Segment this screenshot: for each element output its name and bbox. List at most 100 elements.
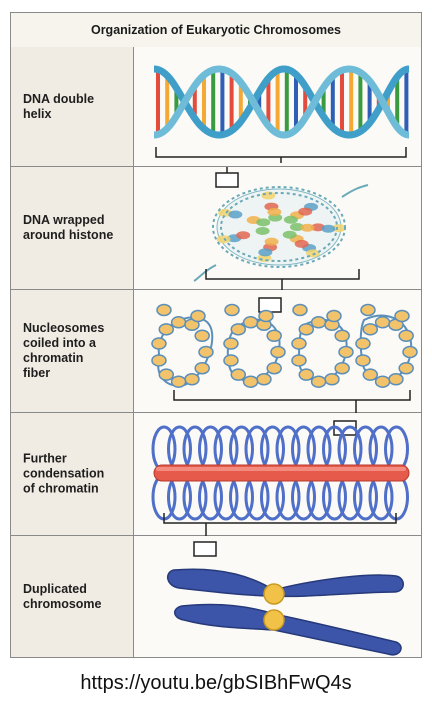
histone-svg <box>193 167 369 290</box>
nucleosome-bead <box>362 323 379 336</box>
nucleosome-bead <box>242 316 259 329</box>
row-label: DNA double helix <box>23 91 95 121</box>
nucleosome-bead <box>398 329 414 343</box>
nucleosome-bead <box>184 373 200 386</box>
nucleosome-bead <box>170 316 187 329</box>
histone-illustration <box>134 167 421 290</box>
figure-title: Organization of Eukaryotic Chromosomes <box>11 13 421 48</box>
histone-subunit <box>261 191 276 200</box>
row-label: Further condensation of chromatin <box>23 451 105 496</box>
nucleosome-bead <box>230 368 247 381</box>
row-label: DNA wrapped around histone <box>23 213 114 242</box>
chromosome-svg <box>167 541 404 656</box>
histone-subunit <box>283 215 298 224</box>
row-label: Nucleosomes coiled into a chromatin fibe… <box>23 321 105 380</box>
nucleosome-bead <box>198 345 214 359</box>
histone-subunit <box>216 235 231 244</box>
nucleosome-bead <box>334 329 350 343</box>
row-dna-wrapped-histone: DNA wrapped around histone <box>11 167 421 290</box>
nucleosome-bead <box>310 375 327 388</box>
nucleosome-bead <box>388 373 404 386</box>
nucleosome-bead <box>374 375 391 388</box>
row-dna-double-helix: DNA double helix <box>11 47 421 167</box>
nucleosome-bead <box>291 337 307 350</box>
nucleosome-bead <box>194 361 210 375</box>
histone-subunit <box>228 210 243 219</box>
histone-subunit <box>258 248 273 257</box>
histone-subunit <box>236 231 251 240</box>
histone-subunit <box>255 226 270 235</box>
nucleosome-bead <box>158 323 175 336</box>
nucleosome-bead <box>292 303 308 317</box>
nucleosome-bead <box>362 368 379 381</box>
histone-subunit <box>321 224 336 233</box>
zoom-box <box>258 297 282 313</box>
nucleosome-bead <box>326 309 342 323</box>
histone-subunit <box>256 218 271 227</box>
nucleosome-bead <box>194 329 210 343</box>
nucleosome-bead <box>298 323 315 336</box>
nucleosome-bead <box>158 368 175 381</box>
histone-subunit <box>331 224 346 233</box>
zoom-bracket <box>163 513 397 536</box>
condensation-svg <box>151 420 410 536</box>
nucleosome-bead <box>223 354 239 367</box>
centromere-upper <box>263 583 285 605</box>
chromatid-upper <box>167 568 404 598</box>
histone-subunit <box>298 207 313 216</box>
helix-backbone-2 <box>153 65 410 139</box>
nucleosome-bead <box>298 368 315 381</box>
nucleosome-bead <box>266 361 282 375</box>
helix-backbone-1 <box>153 65 410 139</box>
histone-subunit <box>267 207 282 216</box>
nucleosome-bead <box>242 375 259 388</box>
zoom-bracket <box>173 390 411 413</box>
fiber-svg <box>151 297 418 413</box>
nucleosome-bead <box>398 361 414 375</box>
row-nucleosome-fiber: Nucleosomes coiled into a chromatin fibe… <box>11 290 421 413</box>
row-duplicated-chromosome: Duplicated chromosome <box>11 536 421 657</box>
video-link[interactable]: https://youtu.be/gbSIBhFwQ4s <box>80 672 352 694</box>
nucleosome-bead <box>291 354 307 367</box>
chromosome-organization-figure: Organization of Eukaryotic Chromosomes D… <box>10 12 422 658</box>
chromatin-loop <box>384 473 409 521</box>
condensed-chromatin-illustration <box>134 413 421 536</box>
nucleosome-bead <box>258 309 274 323</box>
nucleosome-bead <box>324 373 340 386</box>
histone-subunit <box>264 237 279 246</box>
nucleosome-bead <box>224 303 240 317</box>
nucleosome-bead <box>402 345 418 359</box>
row-label: Duplicated chromosome <box>23 581 102 611</box>
chromosome-illustration <box>134 536 421 657</box>
nucleosome-bead <box>334 361 350 375</box>
nucleosome-bead <box>310 316 327 329</box>
zoom-box <box>193 541 217 557</box>
zoom-bracket <box>205 269 360 290</box>
histone-subunit <box>300 223 315 232</box>
chromatin-loop <box>384 425 409 473</box>
histone-subunit <box>290 223 304 231</box>
chromatin-fiber-illustration <box>134 290 421 413</box>
nucleosome-bead <box>151 354 167 367</box>
histone-subunit <box>294 239 309 248</box>
nucleosome-bead <box>355 337 371 350</box>
nucleosome-bead <box>394 309 410 323</box>
row-condensation: Further condensation of chromatin <box>11 413 421 536</box>
zoom-bracket <box>155 147 407 163</box>
nucleosome-bead <box>190 309 206 323</box>
nucleosome-bead <box>223 337 239 350</box>
nucleosome-bead <box>338 345 354 359</box>
nucleosome-bead <box>156 303 172 317</box>
histone-subunit <box>282 230 297 239</box>
centromere-lower <box>263 609 285 631</box>
dna-helix-svg <box>153 65 410 163</box>
nucleosome-bead <box>270 345 286 359</box>
nucleosome-bead <box>360 303 376 317</box>
zoom-box <box>215 172 239 188</box>
nucleosome-bead <box>266 329 282 343</box>
nucleosome-bead <box>374 316 391 329</box>
chromatid-lower <box>174 603 402 656</box>
nucleosome-bead <box>230 323 247 336</box>
nucleosome-bead <box>256 373 272 386</box>
nucleosome-bead <box>170 375 187 388</box>
